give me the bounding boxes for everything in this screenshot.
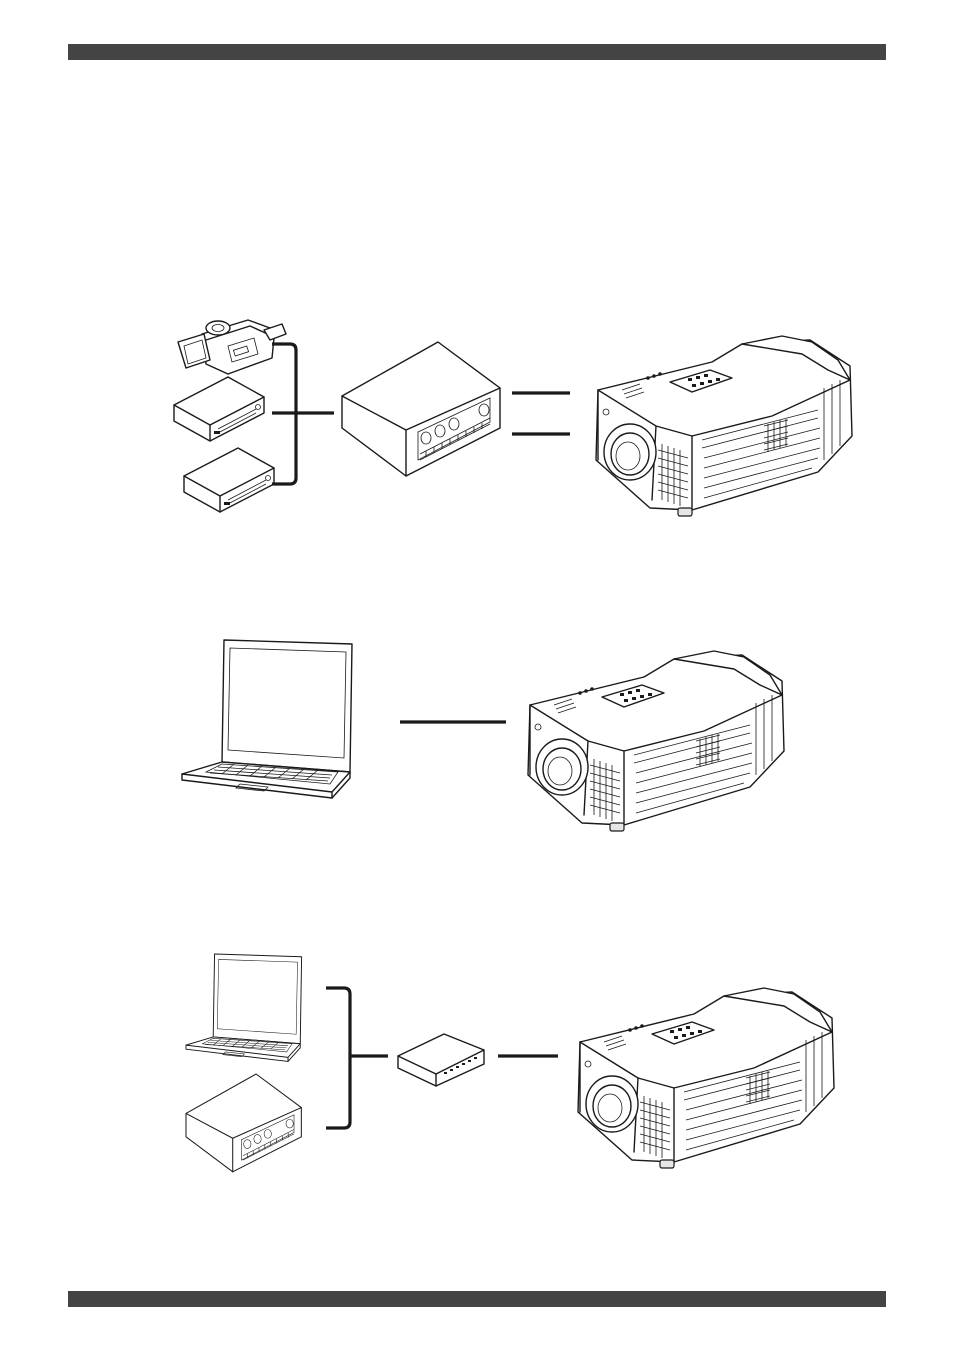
- projector-icon: [528, 651, 784, 831]
- diagram-via-switcher: [186, 954, 834, 1172]
- av-receiver-icon: [186, 1074, 301, 1172]
- switcher-icon: [398, 1034, 484, 1086]
- laptop-icon: [182, 640, 352, 798]
- projector-icon: [578, 988, 834, 1168]
- diagram-video-sources: [174, 320, 852, 516]
- projector-icon: [596, 336, 852, 516]
- diagram-laptop-direct: [182, 640, 784, 831]
- laptop-icon: [186, 954, 302, 1061]
- dvd-player-icon: [184, 448, 274, 512]
- av-receiver-icon: [342, 342, 500, 476]
- camcorder-icon: [178, 320, 286, 374]
- vcr-icon: [174, 377, 264, 441]
- input-bracket: [326, 988, 350, 1128]
